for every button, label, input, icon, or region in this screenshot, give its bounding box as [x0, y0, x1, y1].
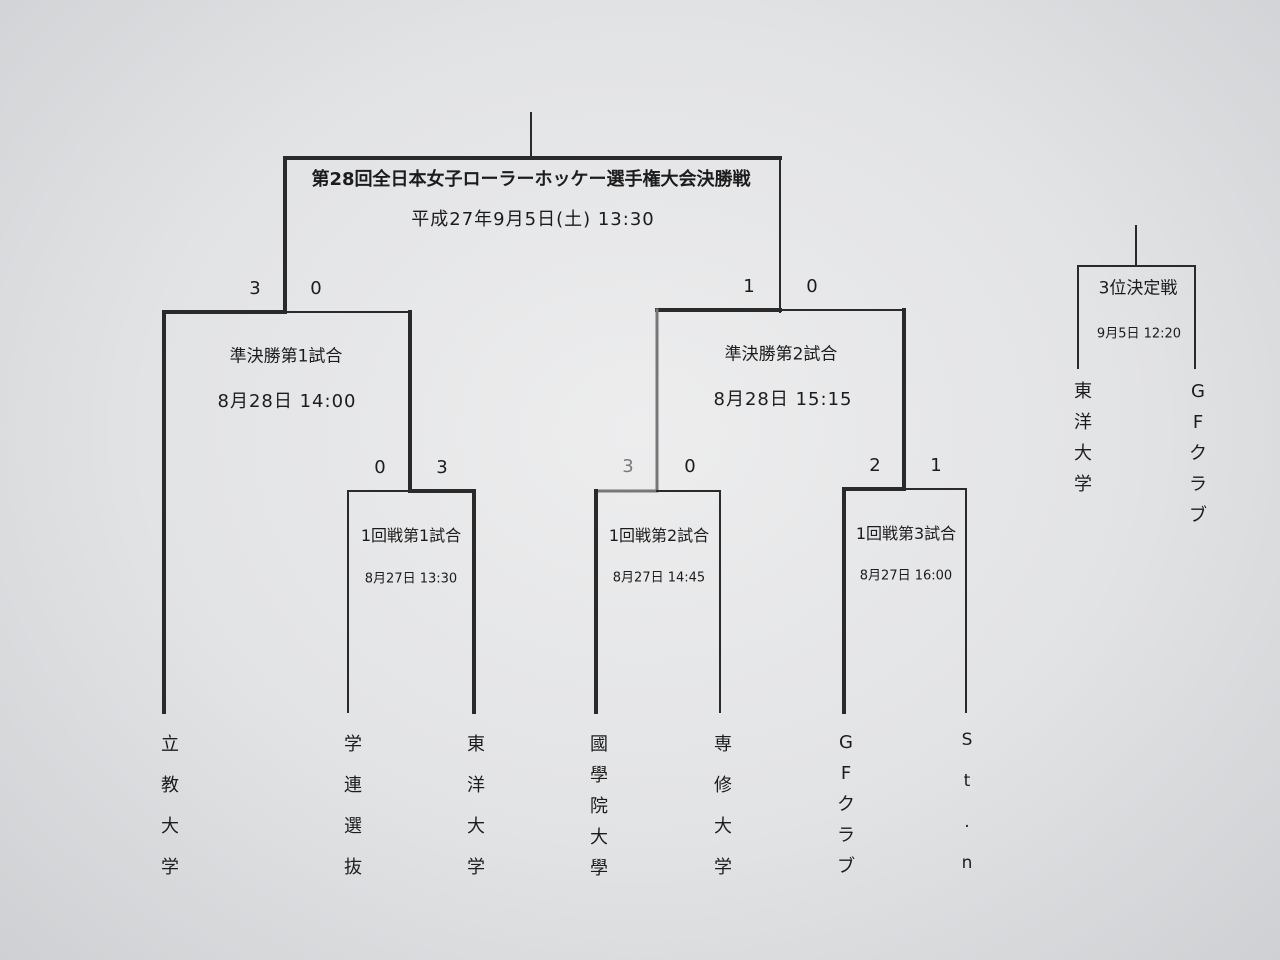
- r1m1-datetime: 8月27日 13:30: [364, 571, 458, 587]
- team-char: ラ: [837, 825, 855, 846]
- team-char: 立: [161, 734, 179, 755]
- team-char: 教: [161, 775, 179, 796]
- team-char: 大: [590, 827, 608, 848]
- team-senshu: 専 修 大 学: [714, 735, 732, 899]
- final-title: 第28回全日本女子ローラーホッケー選手権大会決勝戦: [311, 169, 751, 190]
- final-score-right: 0: [310, 278, 322, 299]
- final-score-semi2-right: 0: [806, 276, 818, 297]
- team-char: 院: [590, 796, 608, 817]
- team-char: F: [840, 763, 852, 784]
- r1m3-score-right: 1: [930, 455, 942, 476]
- semi2-score-right: 0: [684, 456, 696, 477]
- semi2-score-left: 3: [622, 456, 634, 477]
- team-char: ラ: [1189, 474, 1207, 495]
- team-rikkyo: 立 教 大 学: [161, 735, 179, 899]
- team-char: 學: [590, 858, 608, 879]
- team-char: 学: [1074, 474, 1092, 495]
- team-char: ク: [1189, 443, 1207, 464]
- team-char: G: [1191, 381, 1205, 402]
- team-char: .: [964, 812, 970, 832]
- team-char: n: [961, 853, 973, 873]
- r1m3-datetime: 8月27日 16:00: [859, 568, 953, 584]
- final-score-semi2-left: 1: [743, 276, 755, 297]
- team-char: 大: [467, 816, 485, 837]
- third-place-team-left: 東 洋 大 学: [1074, 382, 1092, 506]
- team-char: G: [839, 732, 853, 753]
- semi2-name: 準決勝第2試合: [724, 344, 838, 365]
- third-place-name: 3位決定戦: [1098, 278, 1178, 299]
- team-kokugakuin: 國 學 院 大 學: [590, 735, 608, 890]
- team-char: 修: [714, 775, 732, 796]
- team-char: ク: [837, 794, 855, 815]
- semi1-datetime: 8月28日 14:00: [217, 391, 357, 412]
- team-char: 連: [344, 775, 362, 796]
- team-char: 洋: [467, 775, 485, 796]
- r1m1-name: 1回戦第1試合: [360, 526, 462, 545]
- team-char: ブ: [837, 856, 855, 877]
- team-char: 学: [714, 857, 732, 878]
- team-toyo: 東 洋 大 学: [467, 735, 485, 899]
- final-score-left: 3: [249, 278, 261, 299]
- team-char: 大: [161, 816, 179, 837]
- final-datetime: 平成27年9月5日(土) 13:30: [411, 209, 655, 230]
- team-st-n: S t . n: [962, 730, 973, 894]
- r1m3-score-left: 2: [869, 455, 881, 476]
- semi1-score-left: 0: [374, 457, 386, 478]
- team-char: 洋: [1074, 412, 1092, 433]
- team-char: 大: [714, 816, 732, 837]
- r1m3-name: 1回戦第3試合: [855, 524, 957, 543]
- semi1-score-right: 3: [436, 457, 448, 478]
- team-char: ブ: [1189, 505, 1207, 526]
- team-char: 学: [467, 857, 485, 878]
- team-char: 東: [1074, 381, 1092, 402]
- team-char: 専: [714, 734, 732, 755]
- semi1-name: 準決勝第1試合: [229, 346, 343, 367]
- team-char: 東: [467, 734, 485, 755]
- team-char: 学: [344, 734, 362, 755]
- team-char: 學: [590, 765, 608, 786]
- team-char: 大: [1074, 443, 1092, 464]
- third-place-team-right: G F ク ラ ブ: [1189, 382, 1207, 537]
- team-gakuren: 学 連 選 抜: [344, 735, 362, 899]
- team-char: 学: [161, 857, 179, 878]
- third-place-datetime: 9月5日 12:20: [1096, 326, 1182, 342]
- team-char: 選: [344, 816, 362, 837]
- team-char: 國: [590, 734, 608, 755]
- team-gf-club: G F ク ラ ブ: [837, 733, 855, 888]
- r1m2-datetime: 8月27日 14:45: [612, 570, 706, 586]
- semi2-datetime: 8月28日 15:15: [713, 389, 853, 410]
- team-char: S: [961, 730, 973, 750]
- team-char: t: [963, 771, 971, 791]
- team-char: 抜: [344, 857, 362, 878]
- team-char: F: [1192, 412, 1204, 433]
- r1m2-name: 1回戦第2試合: [608, 526, 710, 545]
